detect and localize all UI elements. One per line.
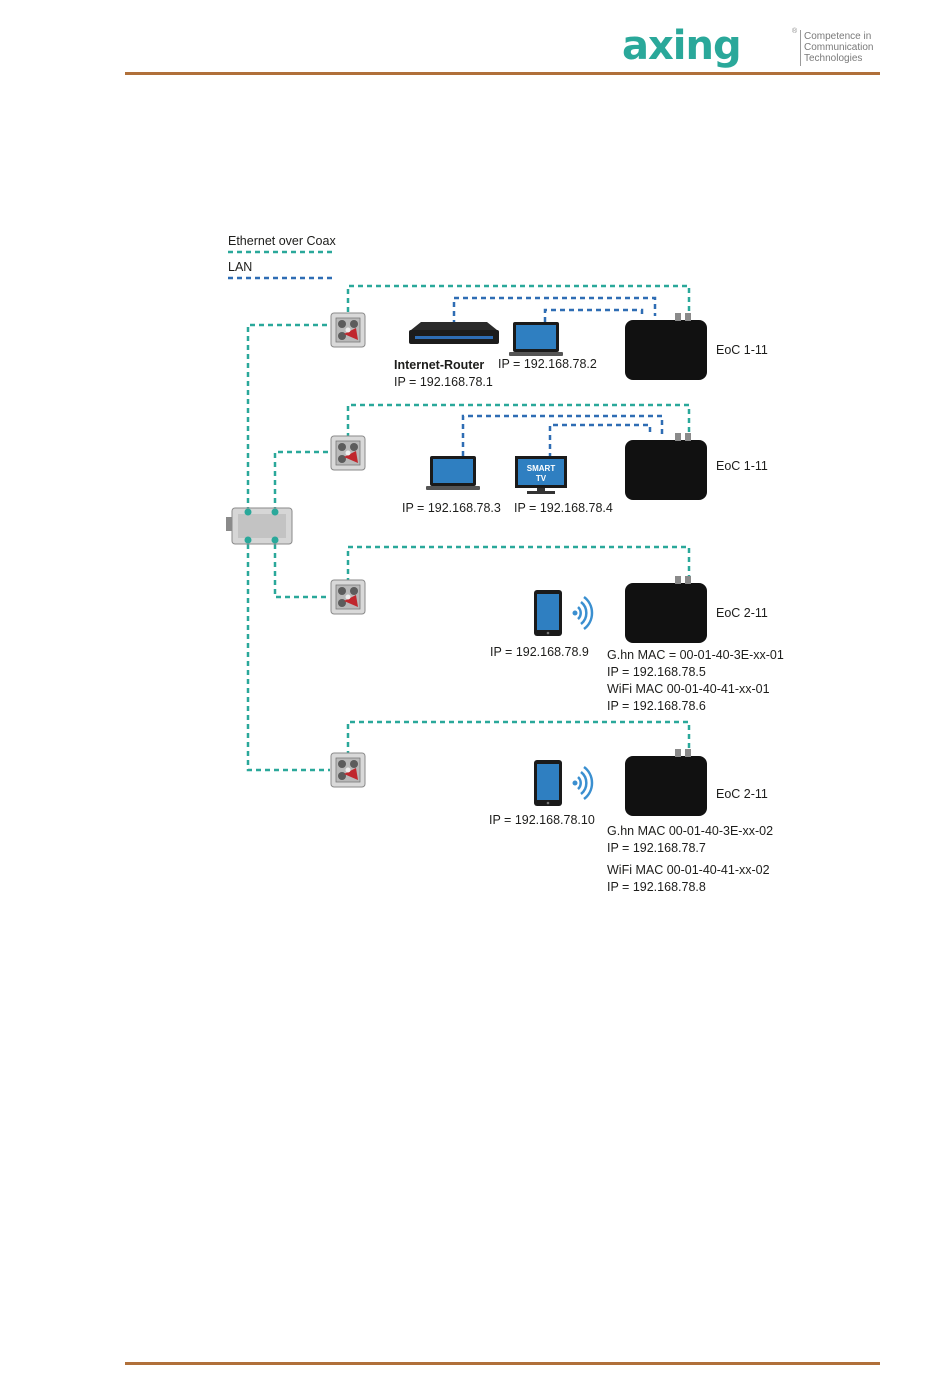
router-icon [409,322,499,344]
logo-wordmark: axing [622,23,742,69]
coax-splitter-icon [226,507,293,545]
eoc-drop-row-4 [346,720,691,756]
laptop-ip-label: IP = 192.168.78.3 [402,501,501,515]
lan-cabling [452,296,664,458]
logo-separator [800,30,801,66]
eoc-adapter-label: EoC 2-11 [716,606,768,620]
legend-eoc-label: Ethernet over Coax [228,234,336,248]
eoc-adapter-icon [625,749,707,816]
smart-tv-screen-line-1: SMART [527,464,556,473]
coax-outlet-icon [330,435,366,471]
lan-laptop-row-2 [461,414,664,456]
eoc-drop-row-1 [346,284,691,316]
eoc-drop-row-2 [346,403,691,438]
lan-laptop-to-adapter [543,308,644,322]
header-rule [125,72,880,75]
coax-outlet-icon [330,752,366,788]
adapter-info-line: WiFi MAC 00-01-40-41-xx-02 [607,863,770,877]
logo-tagline-line-1: Competence in [804,31,872,42]
lan-router-to-adapter [452,296,657,325]
adapter-info-line: WiFi MAC 00-01-40-41-xx-01 [607,682,770,696]
legend-lan-label: LAN [228,260,252,274]
adapter-info-line: IP = 192.168.78.5 [607,665,706,679]
legend: Ethernet over Coax LAN [228,234,336,280]
tablet-icon [534,590,562,636]
router-ip-label: IP = 192.168.78.1 [394,375,493,389]
eoc-adapter-icon [625,433,707,500]
tablet-ip-label: IP = 192.168.78.10 [489,813,595,827]
adapter-info-line: G.hn MAC 00-01-40-3E-xx-02 [607,824,773,838]
eoc-adapter-icon [625,313,707,380]
eoc-trunk-outlet-1 [246,323,330,512]
logo-tagline-line-3: Technologies [804,53,863,64]
adapter-info-line: IP = 192.168.78.7 [607,841,706,855]
coax-outlet-icon [330,312,366,348]
smart-tv-screen-line-2: TV [536,474,547,483]
tablet-ip-label: IP = 192.168.78.9 [490,645,589,659]
eoc-adapter-label: EoC 2-11 [716,787,768,801]
eoc-trunk-outlet-2 [273,450,330,512]
eoc-adapter-icon [625,576,707,643]
smart-tv-ip-label: IP = 192.168.78.4 [514,501,613,515]
eoc-trunk-outlet-3 [273,535,330,599]
eoc-drop-row-3 [346,545,691,583]
footer-rule [125,1362,880,1365]
brand-logo: axing ® Competence in Communication Tech… [622,26,882,70]
logo-tagline-line-2: Communication [804,42,874,53]
adapter-info-line: IP = 192.168.78.6 [607,699,706,713]
adapter-info-line: G.hn MAC = 00-01-40-3E-xx-01 [607,648,784,662]
eoc-adapter-label: EoC 1-11 [716,459,768,473]
lan-smarttv-row-2 [548,423,652,458]
laptop-icon [509,322,563,356]
coax-outlet-icon [330,579,366,615]
logo-registered-mark: ® [792,28,798,35]
router-label: Internet-Router [394,358,484,372]
laptop-icon [426,456,480,490]
tablet-icon [534,760,562,806]
eoc-trunk-outlet-4 [246,535,330,772]
wifi-icon [571,765,594,801]
eoc-cabling [246,284,691,772]
smart-tv-icon: SMART TV [515,456,567,494]
eoc-adapter-label: EoC 1-11 [716,343,768,357]
wifi-icon [571,595,594,631]
adapter-info-line: IP = 192.168.78.8 [607,880,706,894]
laptop-ip-label: IP = 192.168.78.2 [498,357,597,371]
